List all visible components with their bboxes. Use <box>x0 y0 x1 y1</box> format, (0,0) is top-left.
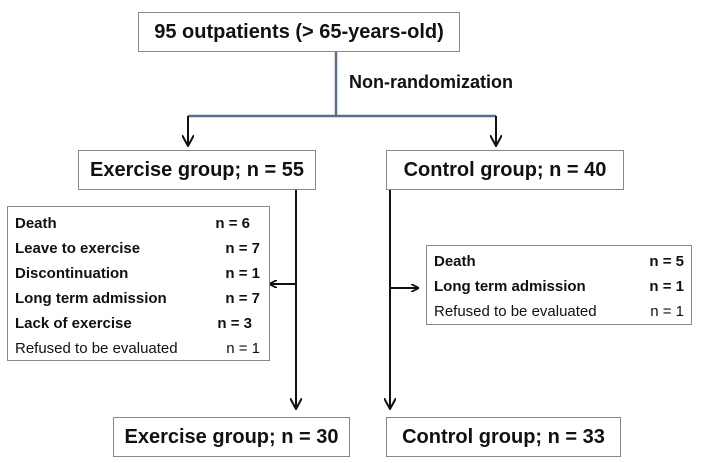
exclusion-count: n = 3 <box>217 315 252 332</box>
exclusion-row: Refused to be evaluated n = 1 <box>434 299 684 324</box>
exercise-exclusion-list: Death n = 6 Leave to exercise n = 7 Disconti… <box>15 211 260 361</box>
exclusion-reason: Long term admission <box>434 278 586 295</box>
control-start-label: Control group; n = 40 <box>403 158 607 181</box>
branch-label: Non-randomization <box>349 72 513 92</box>
exercise-start-label: Exercise group; n = 55 <box>90 158 304 181</box>
control-end-label: Control group; n = 33 <box>402 425 605 448</box>
exclusion-count: n = 7 <box>225 290 260 307</box>
exclusion-reason: Long term admission <box>15 290 167 307</box>
exclusion-count: n = 1 <box>226 340 260 357</box>
exercise-exclusion-box: Death n = 6 Leave to exercise n = 7 Disconti… <box>7 206 270 361</box>
top-box: 95 outpatients (> 65-years-old) <box>138 12 460 52</box>
exclusion-row: Discontinuation n = 1 <box>15 261 260 286</box>
exclusion-count: n = 1 <box>650 303 684 320</box>
exclusion-reason: Death <box>434 253 476 270</box>
exclusion-count: n = 7 <box>225 240 260 257</box>
exclusion-row: Leave to exercise n = 7 <box>15 236 260 261</box>
exclusion-row: Long term admission n = 7 <box>15 286 260 311</box>
exclusion-reason: Death <box>15 215 57 232</box>
exclusion-row: Death n = 6 <box>15 211 260 236</box>
exclusion-count: n = 1 <box>225 265 260 282</box>
exclusion-reason: Leave to exercise <box>15 240 141 257</box>
exclusion-count: n = 1 <box>649 278 684 295</box>
top-box-label: 95 outpatients (> 65-years-old) <box>154 20 444 43</box>
exclusion-reason: Lack of exercise <box>15 315 132 332</box>
exclusion-count: n = 6 <box>215 215 250 232</box>
exclusion-reason: Discontinuation <box>15 265 129 282</box>
exercise-end-label: Exercise group; n = 30 <box>124 425 339 448</box>
exclusion-row: Long term admission n = 1 <box>434 274 684 299</box>
exclusion-row: Refused to be evaluated n = 1 <box>15 336 260 361</box>
exclusion-reason: Refused to be evaluated <box>15 340 178 357</box>
control-end-box: Control group; n = 33 <box>386 417 621 457</box>
exclusion-reason: Refused to be evaluated <box>434 303 597 320</box>
exercise-end-box: Exercise group; n = 30 <box>113 417 350 457</box>
exclusion-row: Death n = 5 <box>434 249 684 274</box>
exercise-start-box: Exercise group; n = 55 <box>78 150 316 190</box>
exclusion-row: Lack of exercise n = 3 <box>15 311 260 336</box>
control-start-box: Control group; n = 40 <box>386 150 624 190</box>
exclusion-count: n = 5 <box>649 253 684 270</box>
